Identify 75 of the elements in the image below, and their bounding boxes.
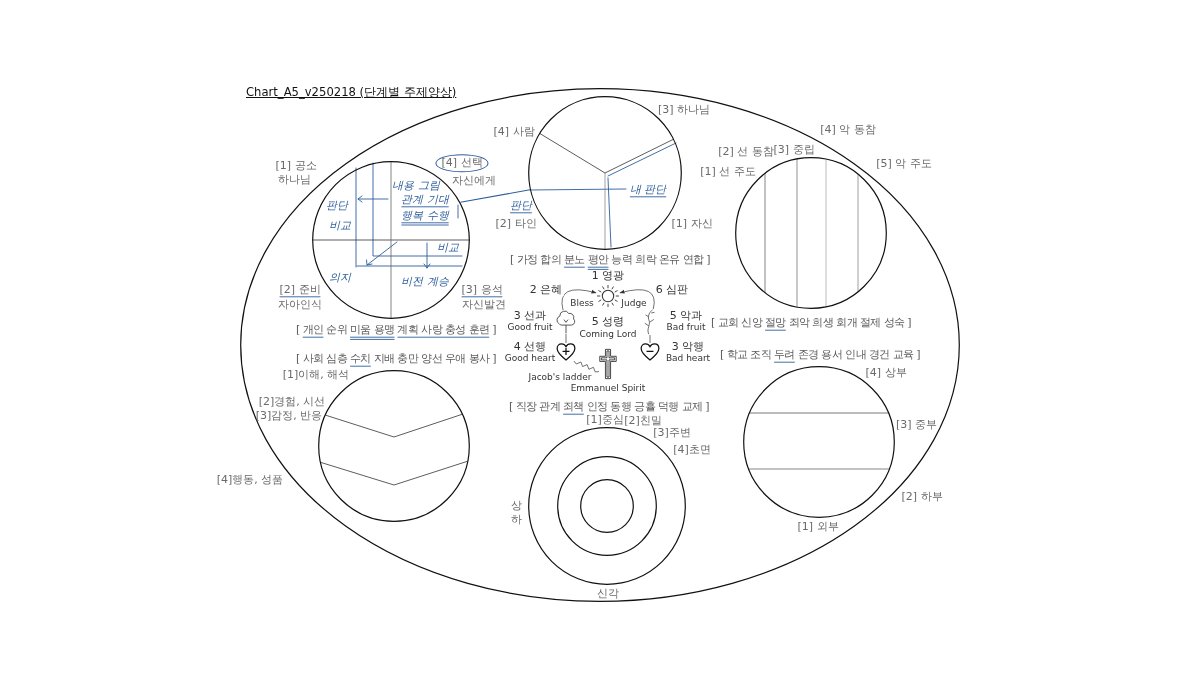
edge-label: Jacob's ladder <box>527 373 593 383</box>
cross-icon <box>599 348 617 380</box>
ring-label: [2]친밀 <box>624 415 662 427</box>
handwritten-note: 비교 <box>329 220 351 232</box>
handwritten-note: 내 판단 <box>629 184 667 196</box>
keyword-label: [ 개인 순위 미움 용맹 계획 사랑 충성 훈련 ] <box>296 324 496 336</box>
icon-label: Bad fruit <box>666 323 706 333</box>
keyword-label: [ 사회 심층 수치 지배 충만 양선 우애 봉사 ] <box>296 353 496 365</box>
heart-icon <box>556 343 576 361</box>
icon-label: Bad heart <box>665 354 711 364</box>
icon-label: 3 선과 <box>513 310 547 322</box>
band-label: [4]행동, 성품 <box>216 474 284 486</box>
icon-label: 5 성령 <box>591 316 625 328</box>
sector-label: [4] 사람 <box>493 126 535 138</box>
zigzag-line <box>573 360 600 373</box>
keyword-label: [ 가정 합의 분노 평안 능력 희락 온유 연합 ] <box>510 254 710 266</box>
band-label: [1] 선 주도 <box>700 166 756 178</box>
keyword-label: [ 교회 신앙 절망 죄악 희생 회개 절제 성숙 ] <box>711 317 911 329</box>
band-label: [1]이해, 해석 <box>282 369 350 381</box>
band-label: [1] 외부 <box>797 521 839 533</box>
sector-label: [3] 응석 <box>461 284 503 296</box>
sector-label: 자아인식 <box>278 299 322 311</box>
band-label: [4] 악 동참 <box>820 124 876 136</box>
sector-label: 자신발견 <box>462 299 506 311</box>
band-label: [2]경험, 시선 <box>258 396 326 408</box>
band-label: [3]감정, 반응 <box>255 410 323 422</box>
icon-label: 4 선행 <box>513 341 547 353</box>
icon-label: Good fruit <box>507 323 553 333</box>
keyword-label: [ 학교 조직 두려 존경 용서 인내 경건 교육 ] <box>720 349 920 361</box>
sector-label: 자신에게 <box>452 175 496 187</box>
pen-line <box>459 189 531 203</box>
sector-label: [3] 하나님 <box>657 104 711 116</box>
handwritten-note: 판단 <box>510 200 532 212</box>
handwritten-note: 의지 <box>329 272 351 284</box>
band-label: [5] 악 주도 <box>876 158 932 170</box>
ring-label: [3]주변 <box>653 427 691 439</box>
band-label: [4] 상부 <box>865 367 907 379</box>
axis-label: 상하 <box>510 492 522 520</box>
icon-label: 5 악과 <box>669 310 703 322</box>
axis-label: 신각 <box>597 588 619 600</box>
heart-icon <box>640 343 660 361</box>
ring-label: [1]중심 <box>586 414 624 426</box>
handwritten-note: 비교 <box>437 242 459 254</box>
ring <box>580 479 634 533</box>
ring <box>557 456 657 556</box>
handwritten-note: 비전 계승 <box>401 276 449 288</box>
icon-label: Good heart <box>504 354 556 364</box>
handwritten-note: 행복 수행 <box>401 210 449 222</box>
arrow-label: Judge <box>621 299 647 309</box>
sector-label: [2] 타인 <box>495 218 537 230</box>
band-label: [2] 하부 <box>901 491 943 503</box>
sun-icon <box>596 284 620 308</box>
handwritten-note: 내용 그림 <box>392 180 440 192</box>
sector-label: [1] 공소 <box>275 160 317 172</box>
keyword-label: [ 직장 관계 죄책 인정 동행 긍휼 덕행 교제 ] <box>509 401 709 413</box>
arrow-label: Bless <box>570 299 594 309</box>
band-label: [2] 선 동참 <box>718 146 774 158</box>
chart-title: Chart_A5_v250218 (단계별 주제양상) <box>246 86 457 99</box>
sector-label: [2] 준비 <box>279 284 321 296</box>
handwritten-note: 관계 기대 <box>401 194 449 206</box>
sector-label: 하나님 <box>277 174 311 186</box>
edge-label: 6 심판 <box>654 284 690 296</box>
handwritten-note: 판단 <box>326 200 348 212</box>
sector-label: [1] 자신 <box>671 218 713 230</box>
band-label: [3] 중립 <box>773 144 815 156</box>
connector-line <box>649 334 651 344</box>
edge-label: 2 은혜 <box>528 284 564 296</box>
icon-label: Coming Lord <box>579 330 637 340</box>
band-label: [3] 중부 <box>895 419 938 431</box>
connector-line <box>565 333 567 344</box>
icon-label: Emmanuel Spirit <box>570 384 646 394</box>
tree-icon <box>555 310 577 334</box>
icon-label: 1 영광 <box>591 270 625 282</box>
ring-label: [4]초면 <box>673 444 711 456</box>
icon-label: 3 악행 <box>671 341 705 353</box>
